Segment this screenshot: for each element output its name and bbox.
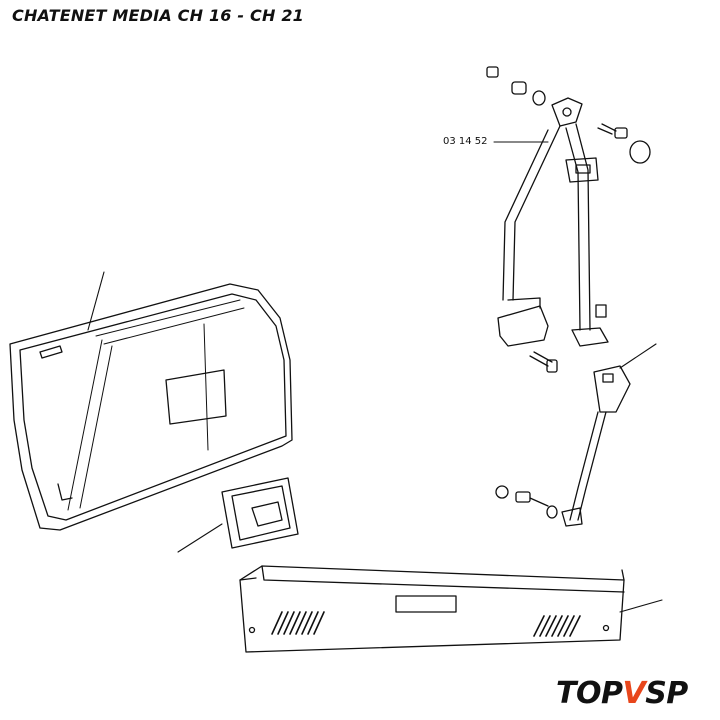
sill-slot <box>395 595 457 613</box>
vent-right <box>533 615 581 637</box>
belt-strap-right <box>565 123 591 331</box>
side-trim-panel <box>9 271 293 531</box>
vent-left <box>271 611 325 635</box>
logo-accent: V <box>622 676 646 711</box>
retractor <box>497 305 549 347</box>
cover-cap <box>629 140 651 164</box>
brand-logo: TOPVSP <box>556 676 688 711</box>
bolt-head <box>511 81 527 95</box>
buckle <box>593 365 631 413</box>
nut <box>486 66 499 78</box>
upper-anchor-plate <box>551 97 583 127</box>
belt-strap-left <box>502 125 561 301</box>
logo-text-sp: SP <box>645 676 688 711</box>
sill-trim <box>239 565 663 653</box>
part-number-label: 03 14 52 <box>443 136 488 147</box>
sill-outline <box>239 565 625 653</box>
washer <box>532 90 546 106</box>
leader-line-panel <box>87 271 105 331</box>
panel-recess <box>165 369 227 425</box>
lower-anchor <box>571 327 609 347</box>
buckle-nut <box>495 485 509 499</box>
logo-text-top: TOP <box>556 676 623 711</box>
seat-belt-assembly <box>486 66 651 373</box>
panel-outline <box>9 283 293 531</box>
belt-guide <box>565 157 599 183</box>
anchor-bolt <box>597 123 617 135</box>
buckle-stalk <box>495 343 657 527</box>
diagram-title: CHATENET MEDIA CH 16 - CH 21 <box>12 6 304 25</box>
access-cover <box>177 477 299 553</box>
